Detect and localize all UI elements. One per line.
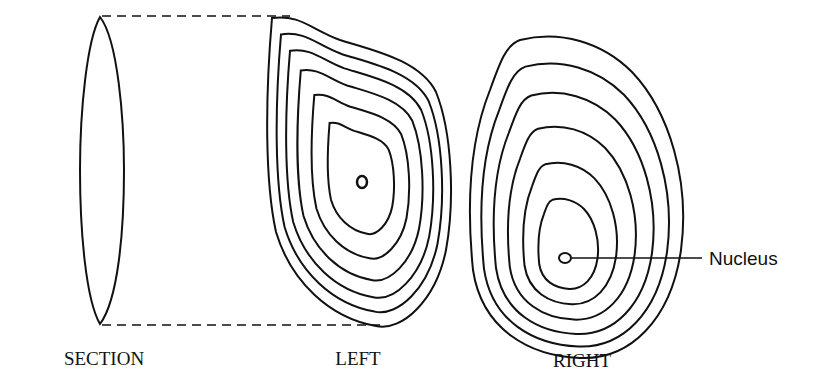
growth-line: [286, 50, 433, 297]
right-valve: [470, 37, 683, 359]
view-label: SECTION: [64, 349, 144, 368]
nucleus-mark: [559, 253, 571, 263]
growth-line: [328, 123, 394, 234]
projection-line: [102, 324, 380, 326]
growth-line: [481, 64, 669, 347]
projection-line: [102, 15, 290, 17]
view-label: RIGHT: [553, 351, 611, 370]
growth-line: [298, 70, 423, 280]
leader-line: [571, 257, 702, 259]
growth-line: [523, 163, 617, 304]
section-outline: [80, 17, 124, 324]
nucleus-mark: [357, 176, 367, 188]
growth-line: [494, 93, 654, 334]
growth-line: [277, 34, 442, 312]
callout-label: Nucleus: [709, 249, 778, 268]
left-valve: [267, 17, 451, 326]
growth-line: [538, 199, 598, 289]
growth-line: [312, 95, 409, 259]
growth-line: [508, 127, 636, 320]
view-label: LEFT: [335, 349, 380, 368]
